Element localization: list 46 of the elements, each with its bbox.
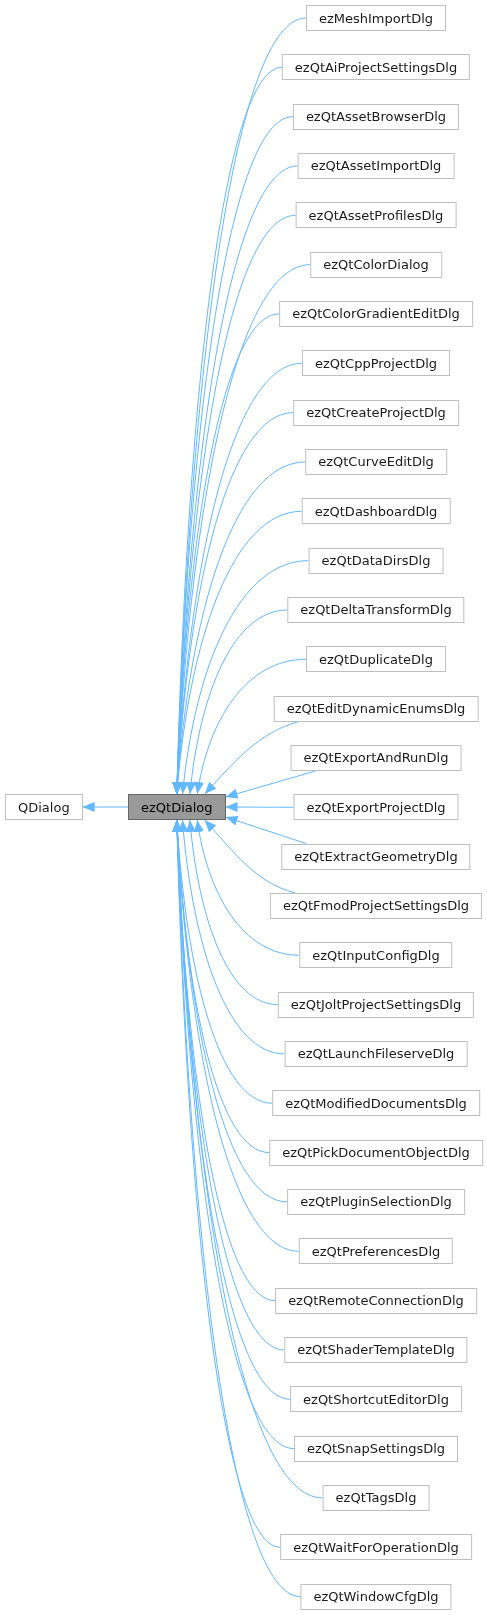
class-box: ezQtAssetProfilesDlg (295, 202, 457, 229)
class-box: ezQtModifiedDocumentsDlg (272, 1090, 480, 1117)
inheritance-arrow (186, 609, 288, 795)
class-box: ezQtPickDocumentObjectDlg (269, 1139, 483, 1166)
class-box: ezQtPluginSelectionDlg (287, 1188, 465, 1215)
class-box: ezQtCurveEditDlg (305, 448, 447, 475)
class-box: ezQtDeltaTransformDlg (287, 596, 465, 623)
class-box: ezQtColorDialog (310, 251, 442, 278)
class-box: ezQtPreferencesDlg (298, 1238, 454, 1265)
class-box: ezQtSnapSettingsDlg (293, 1435, 459, 1462)
class-box: ezQtCppProjectDlg (301, 350, 451, 377)
class-box: ezQtWindowCfgDlg (300, 1583, 452, 1610)
inheritance-arrow (82, 802, 129, 812)
class-box: ezQtWaitForOperationDlg (280, 1534, 472, 1561)
class-box: ezQtCreateProjectDlg (293, 399, 459, 426)
class-box: ezQtExportProjectDlg (293, 794, 459, 821)
inheritance-arrow (225, 802, 294, 813)
inheritance-arrow (204, 819, 296, 894)
inheritance-arrow (179, 560, 310, 795)
class-box: ezQtFmodProjectSettingsDlg (269, 892, 483, 919)
class-box: ezQtRemoteConnectionDlg (275, 1287, 477, 1314)
class-box: ezQtLaunchFileserveDlg (284, 1040, 468, 1067)
class-box: ezQtDashboardDlg (301, 498, 451, 525)
highlighted-class-box: ezQtDialog (128, 794, 226, 820)
inheritance-arrow (186, 819, 279, 1006)
class-box: ezQtTagsDlg (322, 1484, 430, 1511)
class-box: ezQtExtractGeometryDlg (281, 843, 471, 870)
class-box: ezQtAssetBrowserDlg (292, 103, 460, 130)
inheritance-arrow (178, 819, 286, 1055)
class-box: ezQtDataDirsDlg (308, 547, 444, 574)
class-box: ezQtAssetImportDlg (297, 153, 455, 179)
class-box: ezQtEditDynamicEnumsDlg (273, 695, 479, 722)
class-box: ezMeshImportDlg (305, 5, 447, 31)
inheritance-arrow (172, 819, 301, 1598)
class-box: ezQtExportAndRunDlg (290, 744, 462, 771)
class-box: ezQtShortcutEditorDlg (290, 1386, 462, 1413)
class-box: ezQtAiProjectSettingsDlg (281, 54, 471, 81)
class-box: ezQtJoltProjectSettingsDlg (277, 991, 475, 1018)
inheritance-arrow (194, 658, 307, 795)
class-box: ezQtDuplicateDlg (306, 646, 446, 673)
class-box: ezQtShaderTemplateDlg (284, 1336, 468, 1363)
class-box: ezQtInputConfigDlg (299, 942, 453, 969)
inheritance-arrow (194, 819, 300, 956)
inheritance-arrow (225, 816, 307, 845)
class-box: ezQtColorGradientEditDlg (279, 300, 473, 327)
class-box: QDialog (5, 794, 83, 820)
